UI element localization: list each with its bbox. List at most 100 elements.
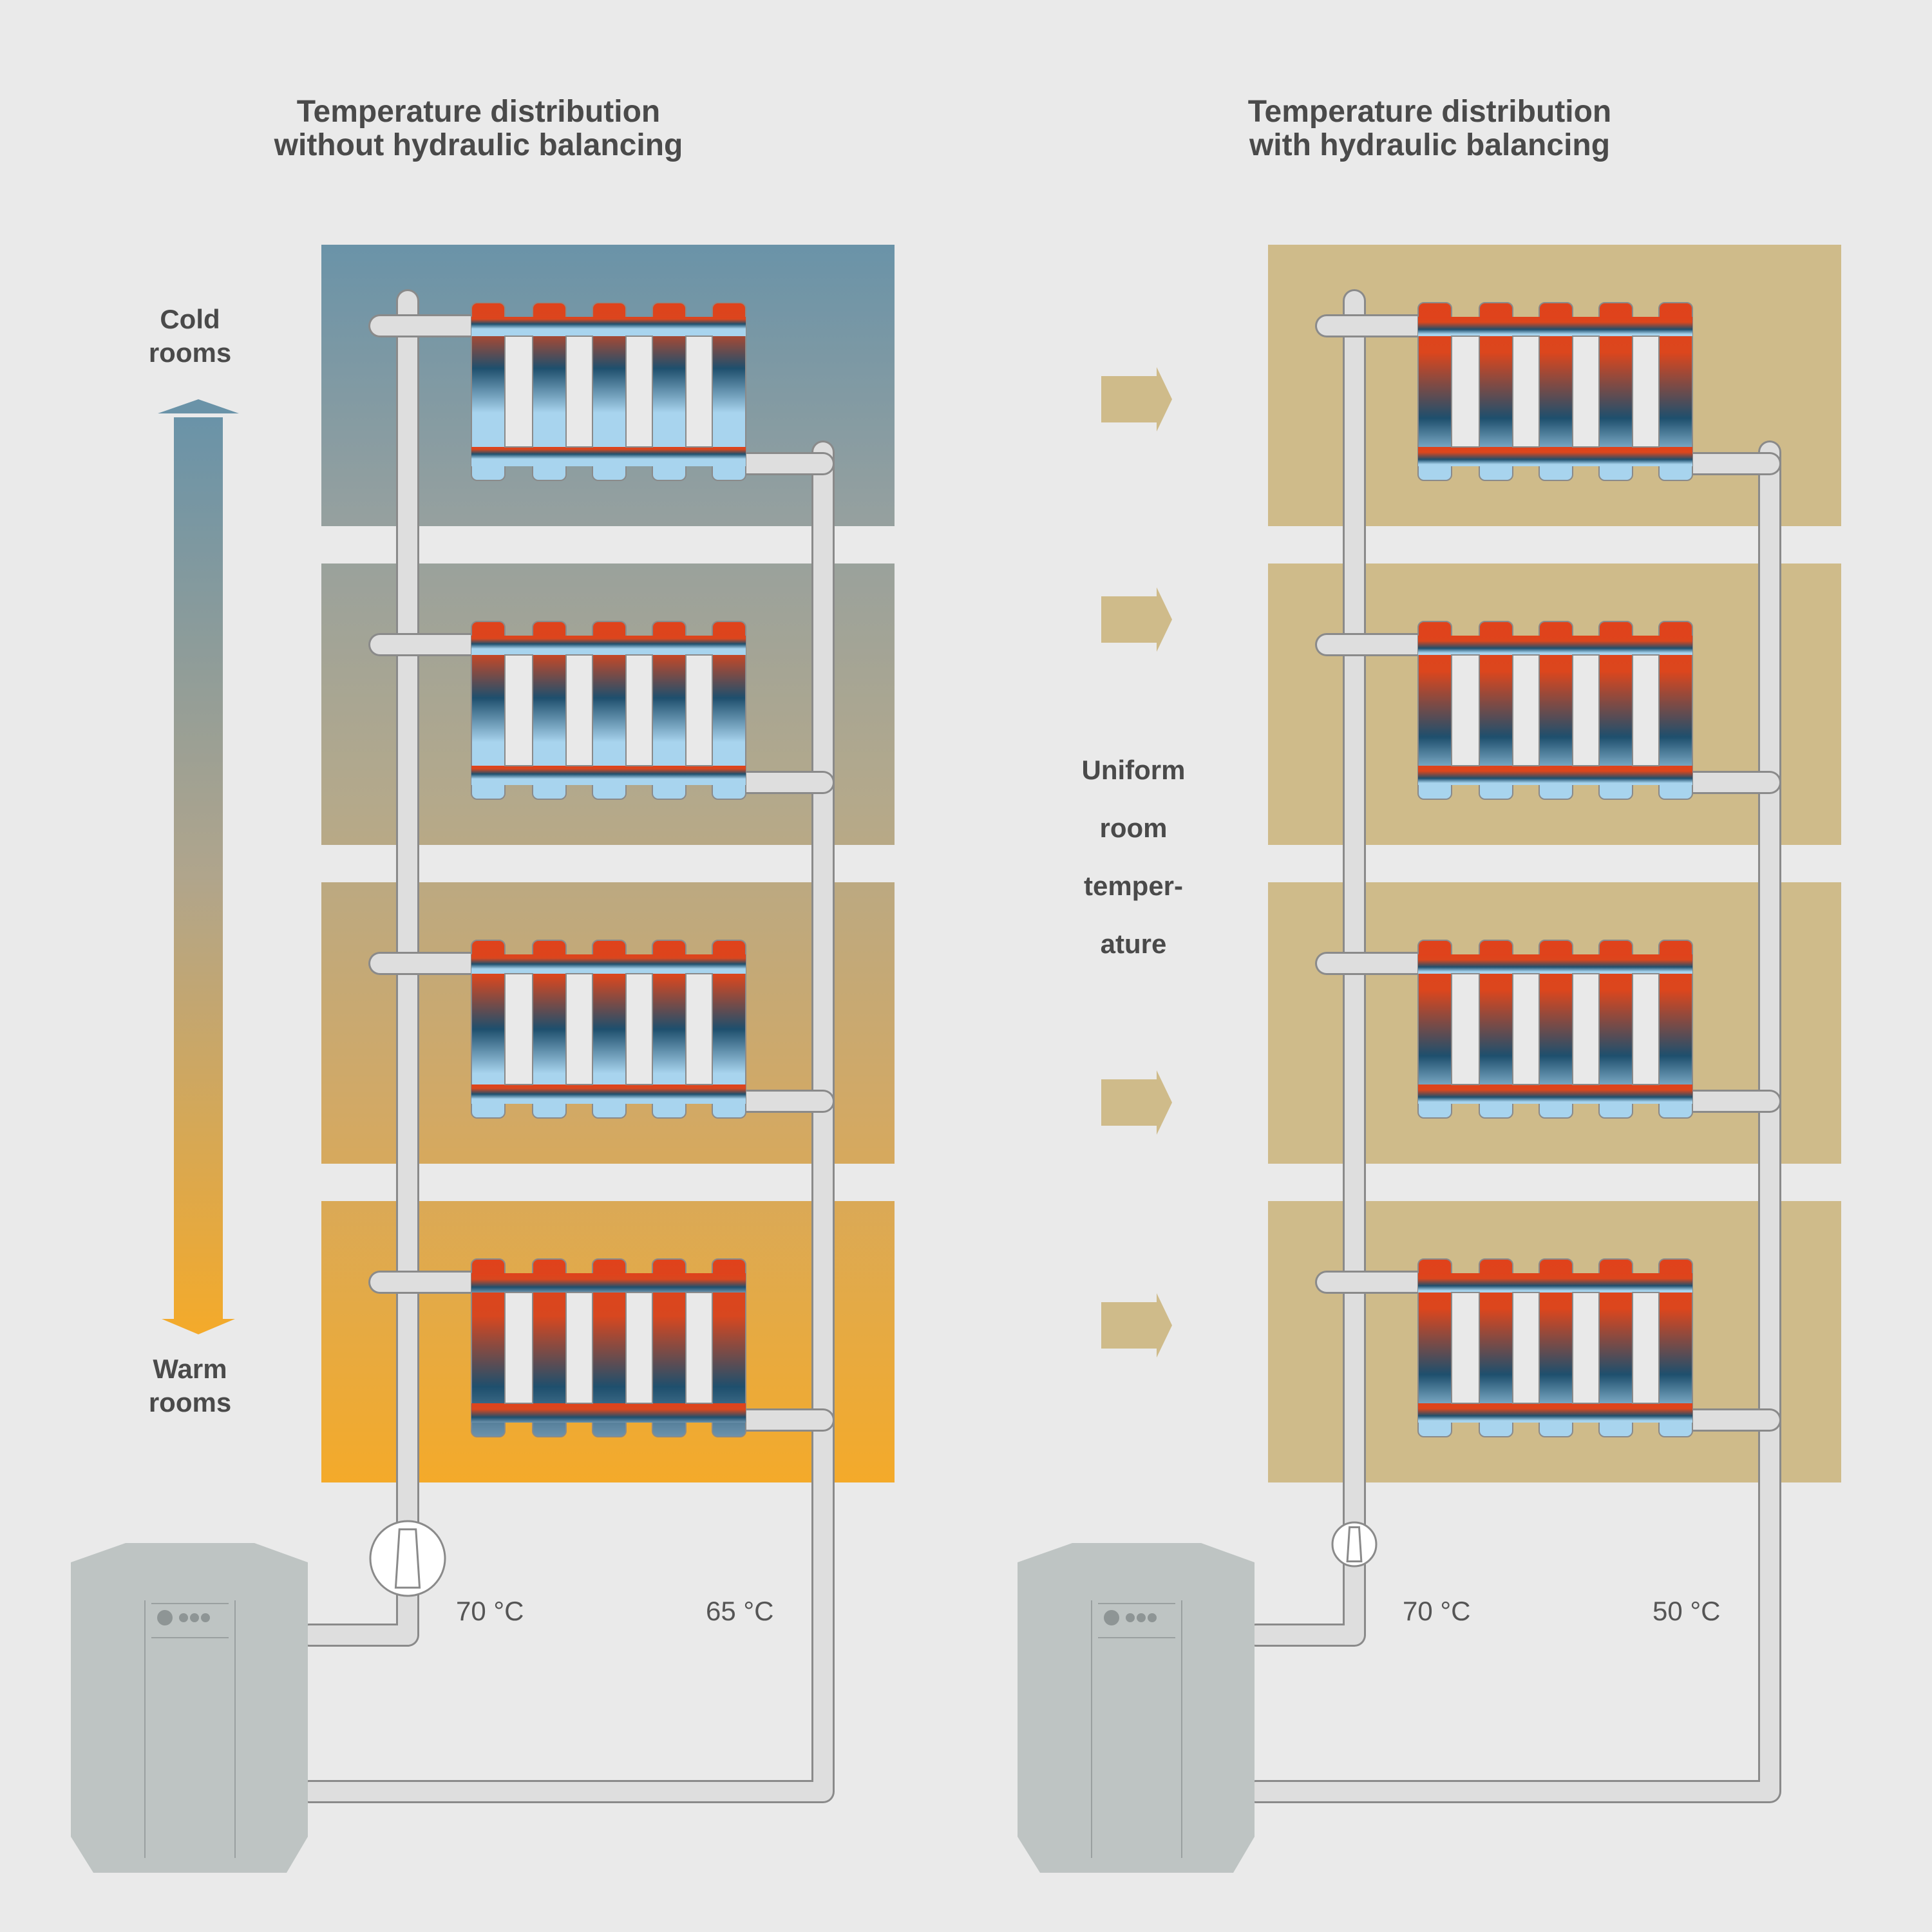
left-title: Temperature distribution without hydraul… bbox=[189, 95, 768, 162]
radiator-gap-2 bbox=[1512, 1292, 1540, 1404]
radiator-gap-1 bbox=[1451, 1292, 1480, 1404]
boiler-indicator-3 bbox=[201, 1613, 210, 1622]
boiler-dial-icon bbox=[157, 1610, 173, 1625]
radiator-gap-4 bbox=[1632, 973, 1660, 1085]
radiator-gap-3 bbox=[625, 336, 653, 448]
radiator-gap-1 bbox=[1451, 654, 1480, 766]
radiator-gap-2 bbox=[1512, 336, 1540, 448]
uniform-label-line1: Uniform bbox=[1081, 755, 1186, 785]
double-arrow-icon bbox=[162, 417, 235, 1334]
radiator-top-bar bbox=[471, 636, 746, 655]
cold-rooms-label: Cold rooms bbox=[122, 303, 258, 370]
boiler-indicator-1 bbox=[179, 1613, 188, 1622]
left-system bbox=[71, 245, 895, 1873]
left-title-line2: without hydraulic balancing bbox=[274, 128, 683, 162]
radiator-bottom-bar bbox=[1418, 447, 1692, 466]
radiator-gap-4 bbox=[685, 336, 713, 448]
warm-label-line2: rooms bbox=[148, 1387, 232, 1417]
right-title: Temperature distribution with hydraulic … bbox=[1140, 95, 1719, 162]
boiler-indicator-2 bbox=[1137, 1613, 1146, 1622]
radiator-icon bbox=[471, 940, 746, 1119]
radiator-gap-2 bbox=[565, 336, 593, 448]
cold-label-line1: Cold bbox=[160, 304, 220, 334]
radiator-gap-3 bbox=[1572, 1292, 1600, 1404]
boiler-indicator-1 bbox=[1126, 1613, 1135, 1622]
annotations bbox=[158, 367, 1172, 1358]
radiator-gap-4 bbox=[1632, 1292, 1660, 1404]
radiator-gap-1 bbox=[504, 654, 533, 766]
radiator-gap-1 bbox=[504, 1292, 533, 1404]
radiator-gap-2 bbox=[565, 654, 593, 766]
radiator-bottom-bar bbox=[1418, 1084, 1692, 1104]
boiler-dial-icon bbox=[1104, 1610, 1119, 1625]
radiator-gap-3 bbox=[625, 1292, 653, 1404]
radiator-top-bar bbox=[471, 954, 746, 974]
warm-label-line1: Warm bbox=[153, 1354, 227, 1384]
radiator-bottom-bar bbox=[1418, 1403, 1692, 1423]
radiator-gap-2 bbox=[565, 973, 593, 1085]
radiator-gap-4 bbox=[685, 1292, 713, 1404]
radiator-gap-2 bbox=[1512, 973, 1540, 1085]
left-supply-temp: 70 °C bbox=[456, 1596, 524, 1626]
radiator-gap-3 bbox=[625, 973, 653, 1085]
radiator-gap-1 bbox=[1451, 973, 1480, 1085]
right-supply-temp: 70 °C bbox=[1403, 1596, 1471, 1626]
arrow-right-icon bbox=[1101, 367, 1172, 431]
radiator-gap-4 bbox=[685, 973, 713, 1085]
return-riser-pipe bbox=[299, 442, 833, 1801]
radiator-icon bbox=[1417, 621, 1693, 800]
pump-icon bbox=[1331, 1521, 1378, 1567]
radiator-icon bbox=[471, 621, 746, 800]
radiator-gap-4 bbox=[685, 654, 713, 766]
boiler-indicator-2 bbox=[190, 1613, 199, 1622]
radiator-gap-3 bbox=[1572, 973, 1600, 1085]
uniform-label-line3: temper- bbox=[1083, 871, 1184, 901]
radiator-icon bbox=[471, 1258, 746, 1437]
right-system bbox=[1018, 245, 1841, 1873]
left-title-line1: Temperature distribution bbox=[296, 95, 661, 129]
arrow-right-icon bbox=[1101, 1070, 1172, 1135]
right-return-temp: 50 °C bbox=[1653, 1596, 1721, 1626]
arrow-right-icon bbox=[1101, 1293, 1172, 1358]
radiator-top-bar bbox=[1418, 317, 1692, 336]
radiator-bottom-bar bbox=[471, 1403, 746, 1423]
pump-impeller bbox=[394, 1528, 421, 1589]
radiator-gap-1 bbox=[504, 973, 533, 1085]
double-arrow-head-up bbox=[158, 399, 239, 413]
right-title-line2: with hydraulic balancing bbox=[1249, 128, 1611, 162]
radiator-gap-4 bbox=[1632, 654, 1660, 766]
pump-impeller bbox=[1346, 1526, 1363, 1563]
radiator-gap-1 bbox=[1451, 336, 1480, 448]
radiator-bottom-bar bbox=[471, 766, 746, 785]
boiler-icon bbox=[1018, 1543, 1255, 1873]
radiator-gap-3 bbox=[1572, 336, 1600, 448]
supply-riser-pipe bbox=[1246, 291, 1364, 1645]
boiler-body bbox=[1018, 1543, 1255, 1873]
radiator-icon bbox=[471, 302, 746, 481]
boiler-body bbox=[71, 1543, 308, 1873]
radiator-gap-2 bbox=[565, 1292, 593, 1404]
radiator-top-bar bbox=[1418, 1273, 1692, 1293]
radiator-top-bar bbox=[1418, 954, 1692, 974]
radiator-icon bbox=[1417, 302, 1693, 481]
right-title-line1: Temperature distribution bbox=[1247, 95, 1612, 129]
radiator-gap-1 bbox=[504, 336, 533, 448]
uniform-label-line2: room bbox=[1099, 813, 1168, 843]
uniform-label-line4: ature bbox=[1100, 929, 1167, 959]
radiator-gap-2 bbox=[1512, 654, 1540, 766]
radiator-top-bar bbox=[471, 1273, 746, 1293]
radiator-bottom-bar bbox=[1418, 766, 1692, 785]
radiator-bottom-bar bbox=[471, 1084, 746, 1104]
boiler-icon bbox=[71, 1543, 308, 1873]
radiator-gap-3 bbox=[1572, 654, 1600, 766]
boiler-indicator-3 bbox=[1148, 1613, 1157, 1622]
arrow-right-icon bbox=[1101, 587, 1172, 652]
pump-icon bbox=[369, 1520, 446, 1597]
radiator-top-bar bbox=[471, 317, 746, 336]
return-riser-pipe bbox=[1246, 442, 1779, 1801]
warm-rooms-label: Warm rooms bbox=[122, 1352, 258, 1419]
radiator-gap-3 bbox=[625, 654, 653, 766]
radiator-icon bbox=[1417, 1258, 1693, 1437]
radiator-gap-4 bbox=[1632, 336, 1660, 448]
